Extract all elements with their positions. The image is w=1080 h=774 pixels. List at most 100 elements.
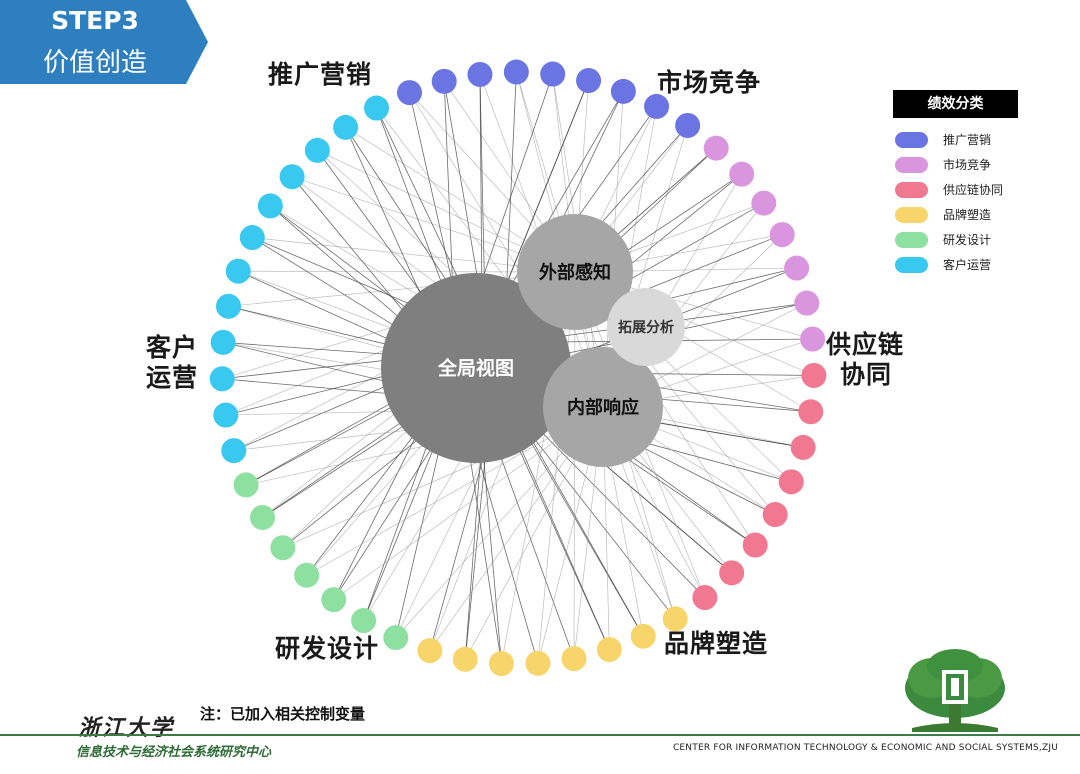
legend-label: 供应链协同 [943,183,1004,197]
group-label-supply-chain-line1: 供应链 [826,330,905,359]
hub-global-label: 全局视图 [437,357,514,380]
hub-internal-label: 内部响应 [567,396,639,418]
node-3-2 [798,399,824,425]
group-label-supply-chain-line2: 协同 [840,360,893,389]
legend-swatch [895,157,928,173]
group-label-customer: 客户 运营 [146,333,198,393]
group-label-brand: 品牌塑造 [664,629,769,658]
group-label-customer-line2: 运营 [146,363,199,392]
node-1-7 [610,78,636,104]
research-center-name: 信息技术与经济社会系统研究中心 [76,745,272,760]
link-line [228,271,576,307]
node-5-1 [383,625,409,651]
node-3-5 [762,502,788,528]
footer-divider [0,734,1080,736]
link-line [409,92,604,408]
hub-expand-circle [607,288,685,366]
legend-item-customer: 客户运营 [893,252,1018,277]
group-label-customer-line1: 客户 [146,333,199,362]
group-label-promotion: 推广营销 [268,60,373,89]
legend: 绩效分类 推广营销 市场竞争 供应链协同 品牌塑造 研发设计 客户运营 [893,90,1018,277]
hub-expand-label: 拓展分析 [618,319,674,336]
step-title: 价值创造 [42,48,147,78]
node-3-3 [790,434,816,460]
research-center-name-en: CENTER FOR INFORMATION TECHNOLOGY & ECON… [672,743,1058,753]
node-5-7 [233,472,259,498]
node-6-9 [279,164,305,190]
node-1-1 [397,80,423,106]
node-4-7 [452,646,478,672]
node-4-8 [417,638,443,664]
university-logo-text: 浙江大学 [78,715,175,741]
hub-external-label: 外部感知 [539,261,611,283]
node-6-2 [213,402,239,428]
node-2-7 [800,326,826,352]
node-1-3 [467,61,493,87]
node-4-5 [525,650,551,676]
node-6-1 [221,438,247,464]
legend-label: 研发设计 [943,233,992,247]
node-5-2 [351,608,377,634]
legend-label: 品牌塑造 [943,208,992,222]
step-banner-shape [0,0,208,84]
node-3-1 [801,362,827,388]
hub-global-circle [381,273,571,463]
control-variable-note: 注：已加入相关控制变量 [200,705,366,723]
node-2-5 [784,255,810,281]
node-3-4 [778,469,804,495]
peripheral-nodes [209,59,827,677]
legend-swatch [895,207,928,223]
node-6-4 [210,329,236,355]
hub-internal-circle [543,347,663,467]
node-3-8 [692,585,718,611]
legend-swatch [895,257,928,273]
node-5-4 [294,562,320,588]
node-3-7 [719,560,745,586]
link-line [573,271,576,659]
node-6-12 [363,95,389,121]
node-2-4 [769,222,795,248]
node-6-7 [239,225,265,251]
node-6-3 [209,366,235,392]
node-1-9 [675,112,701,138]
legend-item-promotion: 推广营销 [893,127,1018,152]
node-6-8 [257,193,283,219]
node-1-4 [503,59,529,85]
node-4-4 [561,646,587,672]
legend-label: 客户运营 [943,258,992,272]
legend-item-rd: 研发设计 [893,227,1018,252]
node-1-5 [540,61,566,87]
node-6-6 [225,258,251,284]
legend-title: 绩效分类 [893,90,1018,118]
group-label-market: 市场竞争 [657,68,762,97]
legend-swatch [895,132,928,148]
node-2-3 [751,190,777,216]
node-4-1 [662,606,688,632]
legend-item-market: 市场竞争 [893,152,1018,177]
step-number: STEP3 [51,6,139,35]
node-6-11 [333,114,359,140]
node-4-3 [596,637,622,663]
node-4-6 [488,651,514,677]
legend-item-supply-chain: 供应链协同 [893,177,1018,202]
node-6-5 [215,293,241,319]
node-1-8 [644,93,670,119]
group-label-supply-chain: 供应链 协同 [826,330,904,390]
tree-logo-icon [905,649,1005,732]
node-2-6 [794,290,820,316]
node-6-10 [304,137,330,163]
node-5-6 [249,504,275,530]
node-2-2 [729,161,755,187]
node-5-5 [270,535,296,561]
step-banner: STEP3 价值创造 [0,0,210,84]
node-4-2 [630,623,656,649]
legend-swatch [895,182,928,198]
link-line [537,271,576,664]
node-5-3 [321,587,347,613]
hub-external-circle [517,214,633,330]
node-3-6 [742,532,768,558]
legend-swatch [895,232,928,248]
node-1-2 [431,68,457,94]
